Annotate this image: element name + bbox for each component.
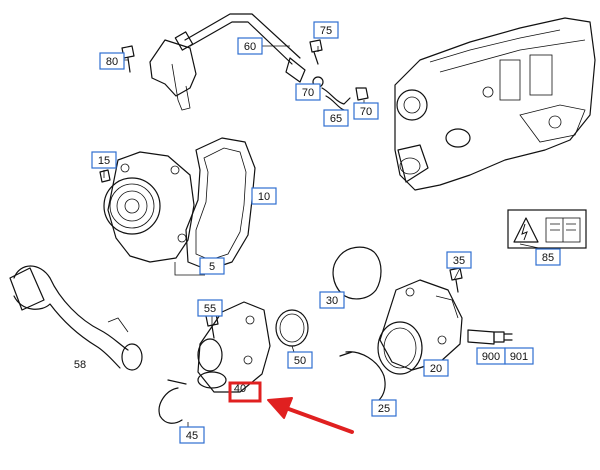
- coolant-pipe-58-part: [9, 265, 143, 371]
- callout-70-upper: 70: [295, 83, 321, 101]
- o-ring-50-part: [275, 309, 309, 347]
- callout-35: 35: [446, 251, 472, 269]
- svg-text:5: 5: [209, 261, 215, 273]
- callout-40-highlight: 40: [228, 381, 262, 403]
- callout-15: 15: [91, 151, 117, 169]
- engine-block-part: [394, 17, 596, 191]
- callout-75: 75: [313, 21, 339, 39]
- highlight-box: [228, 381, 262, 403]
- bolt-75-part: [309, 39, 323, 65]
- svg-text:30: 30: [326, 295, 338, 307]
- callout-30: 30: [319, 291, 345, 309]
- callout-50: 50: [287, 351, 313, 369]
- svg-text:80: 80: [106, 56, 118, 68]
- callout-60: 60: [237, 37, 263, 55]
- coolant-pipe-part: [149, 13, 306, 111]
- svg-text:10: 10: [258, 191, 270, 203]
- bolt-35-part: [449, 267, 463, 293]
- svg-text:85: 85: [542, 252, 554, 264]
- sensor-900-part: [467, 329, 513, 345]
- callout-20: 20: [423, 359, 449, 377]
- leader-lines: [103, 45, 549, 428]
- callout-25: 25: [371, 399, 397, 417]
- svg-text:75: 75: [320, 25, 332, 37]
- callout-901: 901: [504, 347, 534, 365]
- svg-text:35: 35: [453, 255, 465, 267]
- svg-text:50: 50: [294, 355, 306, 367]
- label-58: 58: [74, 359, 86, 371]
- callout-85: 85: [535, 248, 561, 266]
- svg-text:55: 55: [204, 303, 216, 315]
- coolant-housing-part: [377, 279, 463, 375]
- svg-text:70: 70: [360, 106, 372, 118]
- gasket-10-part: [174, 137, 256, 276]
- callout-55: 55: [197, 299, 223, 317]
- svg-text:65: 65: [330, 113, 342, 125]
- callout-10: 10: [251, 187, 277, 205]
- svg-text:40: 40: [234, 383, 246, 395]
- callout-70-lower: 70: [353, 102, 379, 120]
- svg-text:15: 15: [98, 155, 110, 167]
- clip-25-part: [339, 351, 386, 405]
- svg-text:900: 900: [482, 351, 500, 363]
- water-pump-part: [99, 151, 195, 263]
- callout-900: 900: [476, 347, 506, 365]
- callout-5: 5: [199, 257, 225, 275]
- clip-45-part: [158, 379, 187, 424]
- svg-text:45: 45: [186, 430, 198, 442]
- callout-80: 80: [99, 52, 125, 70]
- highlight-arrow-icon: [267, 397, 354, 434]
- svg-text:58: 58: [74, 359, 86, 371]
- svg-text:901: 901: [510, 351, 528, 363]
- gasket-30-part: [332, 246, 382, 300]
- callout-45: 45: [179, 426, 205, 444]
- callout-65: 65: [323, 109, 349, 127]
- warning-label-icon: [507, 209, 587, 249]
- svg-text:60: 60: [244, 41, 256, 53]
- svg-text:25: 25: [378, 403, 390, 415]
- svg-text:20: 20: [430, 363, 442, 375]
- svg-text:70: 70: [302, 87, 314, 99]
